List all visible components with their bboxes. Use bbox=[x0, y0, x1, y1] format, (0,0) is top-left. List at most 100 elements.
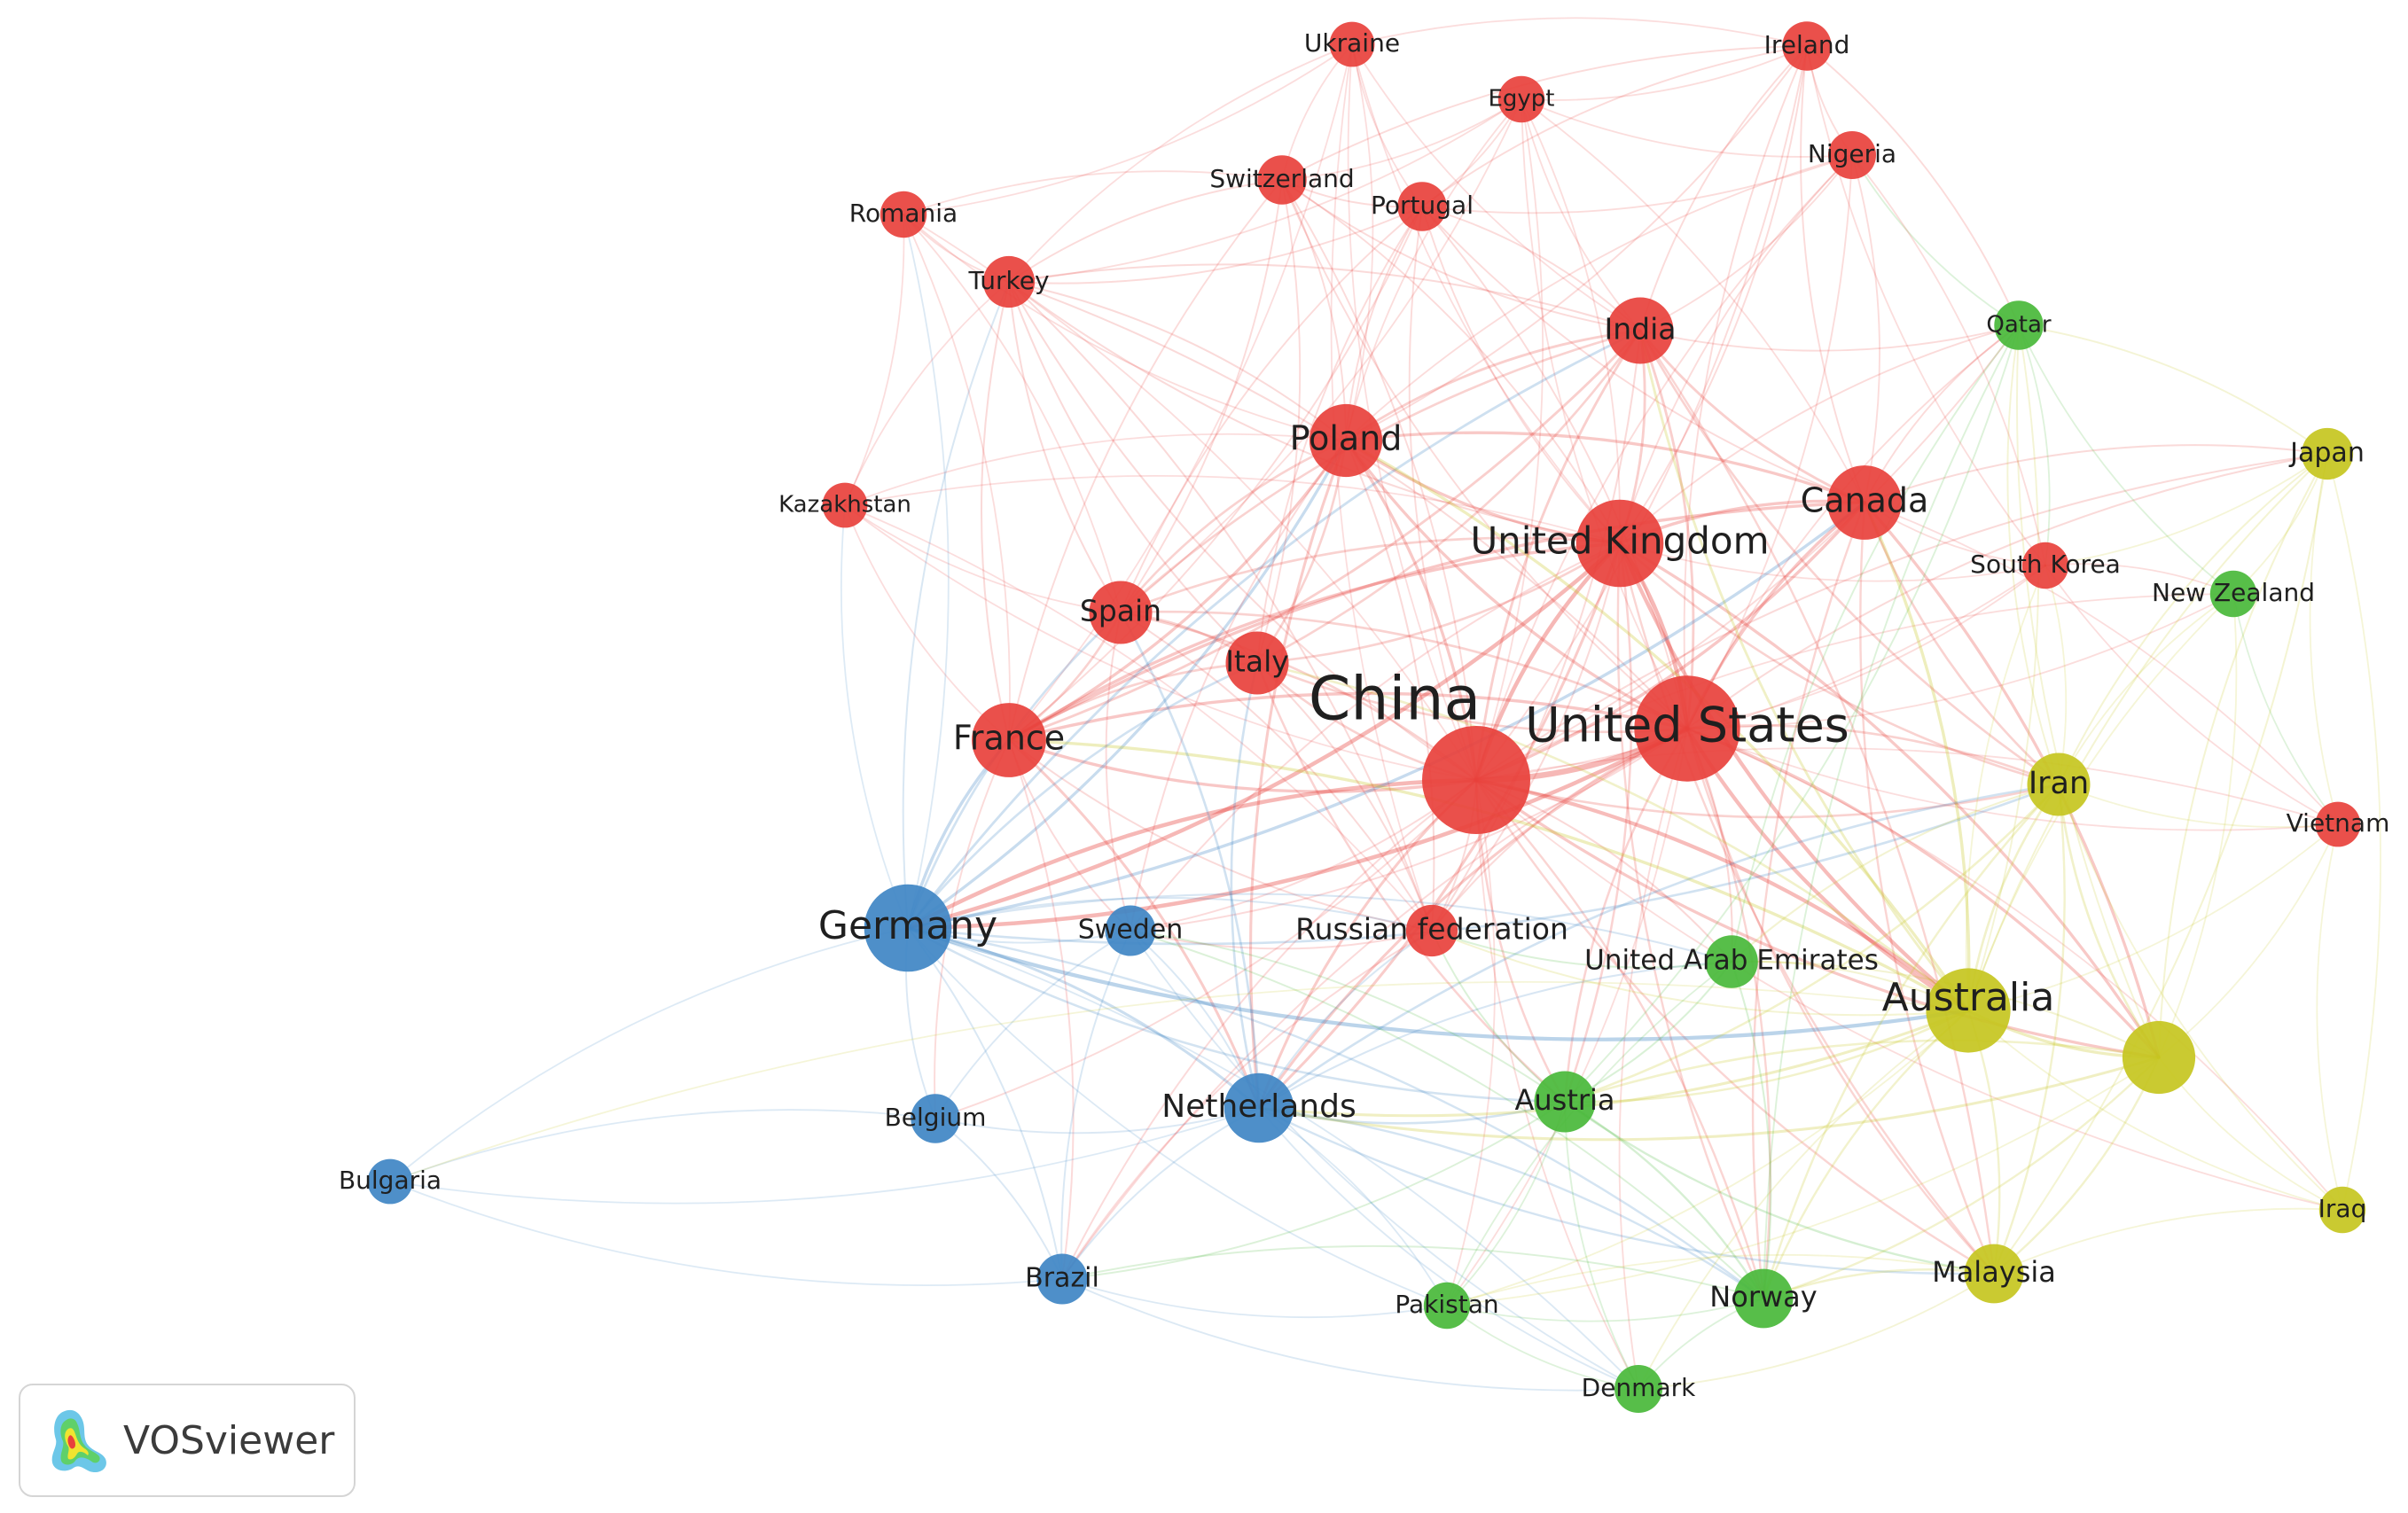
node-iran[interactable] bbox=[2027, 753, 2091, 816]
node-vietnam[interactable] bbox=[2315, 801, 2361, 847]
link-poland-turkey bbox=[1007, 280, 1348, 442]
node-malaysia[interactable] bbox=[1964, 1244, 2024, 1304]
link-australia-south-korea bbox=[1965, 565, 2046, 1011]
node-japan[interactable] bbox=[2301, 427, 2354, 480]
node-austria[interactable] bbox=[1534, 1071, 1596, 1133]
link-spain-romania bbox=[903, 214, 1122, 613]
node-iraq[interactable] bbox=[2318, 1186, 2366, 1234]
node-ireland[interactable] bbox=[1782, 21, 1832, 71]
link-switzerland-egypt bbox=[1281, 98, 1522, 181]
link-united-states-denmark bbox=[1618, 728, 1688, 1390]
node-belgium[interactable] bbox=[911, 1094, 960, 1143]
link-nigeria-egypt bbox=[1521, 98, 1853, 158]
node-poland[interactable] bbox=[1309, 403, 1383, 478]
link-france-switzerland bbox=[1008, 179, 1283, 741]
link-united-states-ireland bbox=[1683, 45, 1808, 729]
link-spain-turkey bbox=[1007, 280, 1122, 614]
node-turkey[interactable] bbox=[982, 255, 1036, 308]
link-netherlands-denmark bbox=[1258, 1107, 1639, 1390]
link-australia-vietnam bbox=[1967, 823, 2339, 1011]
node-egypt[interactable] bbox=[1497, 75, 1545, 123]
label-norway: Norway bbox=[1709, 1280, 1817, 1314]
link-brazil-austria bbox=[1061, 1101, 1566, 1280]
link-poland-egypt bbox=[1345, 98, 1522, 441]
link-norway-united-arab-emirates bbox=[1730, 960, 1772, 1300]
link-austria-norway bbox=[1563, 1100, 1765, 1300]
link-portugal-ireland bbox=[1421, 45, 1808, 207]
label-germany: Germany bbox=[818, 903, 997, 948]
link-united-states-portugal bbox=[1421, 206, 1688, 729]
link-china-south-korea bbox=[1475, 565, 2046, 781]
link-germany-bulgaria bbox=[389, 927, 909, 1182]
link-germany-united-arab-emirates bbox=[906, 893, 1733, 963]
node-canada[interactable] bbox=[1827, 465, 1902, 540]
node-china[interactable] bbox=[1422, 726, 1530, 834]
node-norway[interactable] bbox=[1733, 1268, 1794, 1329]
node-denmark[interactable] bbox=[1614, 1365, 1662, 1413]
node-portugal[interactable] bbox=[1397, 182, 1447, 231]
link-belgium-sweden bbox=[934, 930, 1131, 1119]
node-romania[interactable] bbox=[880, 191, 927, 238]
link-iran-vietnam bbox=[2058, 784, 2339, 828]
node-spain[interactable] bbox=[1089, 581, 1153, 644]
link-united-kingdom-turkey bbox=[1007, 280, 1622, 545]
node-south-korea[interactable] bbox=[2021, 542, 2069, 589]
node-italy[interactable] bbox=[1225, 631, 1289, 695]
link-china-germany bbox=[905, 777, 1479, 931]
link-germany-turkey bbox=[902, 280, 1011, 930]
link-pakistan-denmark bbox=[1446, 1305, 1639, 1390]
node-ukraine[interactable] bbox=[1329, 21, 1375, 67]
link-unlabeled-yellow-vietnam bbox=[2158, 823, 2339, 1058]
link-portugal-nigeria bbox=[1421, 154, 1853, 214]
node-france[interactable] bbox=[972, 703, 1046, 777]
node-russian-federation[interactable] bbox=[1405, 904, 1458, 957]
label-united-states: United States bbox=[1525, 698, 1849, 753]
link-poland-nigeria bbox=[1345, 154, 1853, 441]
node-sweden[interactable] bbox=[1105, 905, 1156, 956]
link-china-japan bbox=[1474, 452, 2329, 782]
link-spain-switzerland bbox=[1120, 179, 1283, 613]
node-bulgaria[interactable] bbox=[367, 1158, 413, 1205]
link-poland-germany bbox=[906, 439, 1348, 930]
node-germany[interactable] bbox=[864, 884, 952, 972]
node-united-states[interactable] bbox=[1634, 675, 1740, 782]
node-united-arab-emirates[interactable] bbox=[1705, 935, 1758, 988]
node-india[interactable] bbox=[1607, 297, 1674, 364]
node-united-kingdom[interactable] bbox=[1575, 499, 1664, 588]
link-india-germany bbox=[906, 329, 1642, 930]
link-united-kingdom-qatar bbox=[1619, 324, 2020, 544]
link-malaysia-iraq bbox=[1993, 1207, 2343, 1275]
nodes-layer bbox=[367, 21, 2366, 1413]
node-new-zealand[interactable] bbox=[2209, 570, 2257, 618]
node-australia[interactable] bbox=[1926, 968, 2011, 1053]
link-united-kingdom-australia bbox=[1617, 541, 1971, 1013]
link-iran-malaysia bbox=[1992, 783, 2066, 1275]
node-unlabeled-yellow[interactable] bbox=[2122, 1020, 2196, 1095]
link-united-states-malaysia bbox=[1685, 727, 1996, 1275]
vosviewer-badge: VOSviewer bbox=[19, 1384, 356, 1497]
link-bulgaria-brazil bbox=[389, 1181, 1063, 1286]
link-china-iraq bbox=[1475, 779, 2343, 1211]
link-italy-turkey bbox=[1007, 280, 1259, 665]
link-netherlands-unlabeled-yellow bbox=[1257, 1056, 2161, 1142]
link-germany-norway bbox=[906, 926, 1765, 1300]
link-italy-austria bbox=[1255, 661, 1567, 1104]
link-qatar-austria bbox=[1564, 324, 2020, 1103]
link-portugal-ukraine bbox=[1351, 43, 1423, 207]
node-qatar[interactable] bbox=[1994, 300, 2044, 350]
link-spain-sweden bbox=[1105, 612, 1131, 932]
link-brazil-pakistan bbox=[1061, 1278, 1448, 1319]
node-nigeria[interactable] bbox=[1828, 131, 1876, 179]
node-switzerland[interactable] bbox=[1257, 155, 1307, 205]
link-china-malaysia bbox=[1474, 778, 1996, 1275]
label-denmark: Denmark bbox=[1582, 1373, 1696, 1402]
label-netherlands: Netherlands bbox=[1161, 1088, 1356, 1125]
node-brazil[interactable] bbox=[1036, 1253, 1088, 1305]
link-china-unlabeled-yellow bbox=[1474, 778, 2161, 1059]
node-netherlands[interactable] bbox=[1224, 1072, 1294, 1143]
node-pakistan[interactable] bbox=[1423, 1282, 1471, 1330]
link-sweden-austria bbox=[1130, 930, 1566, 1103]
link-china-turkey bbox=[1007, 280, 1478, 782]
node-kazakhstan[interactable] bbox=[822, 482, 868, 528]
